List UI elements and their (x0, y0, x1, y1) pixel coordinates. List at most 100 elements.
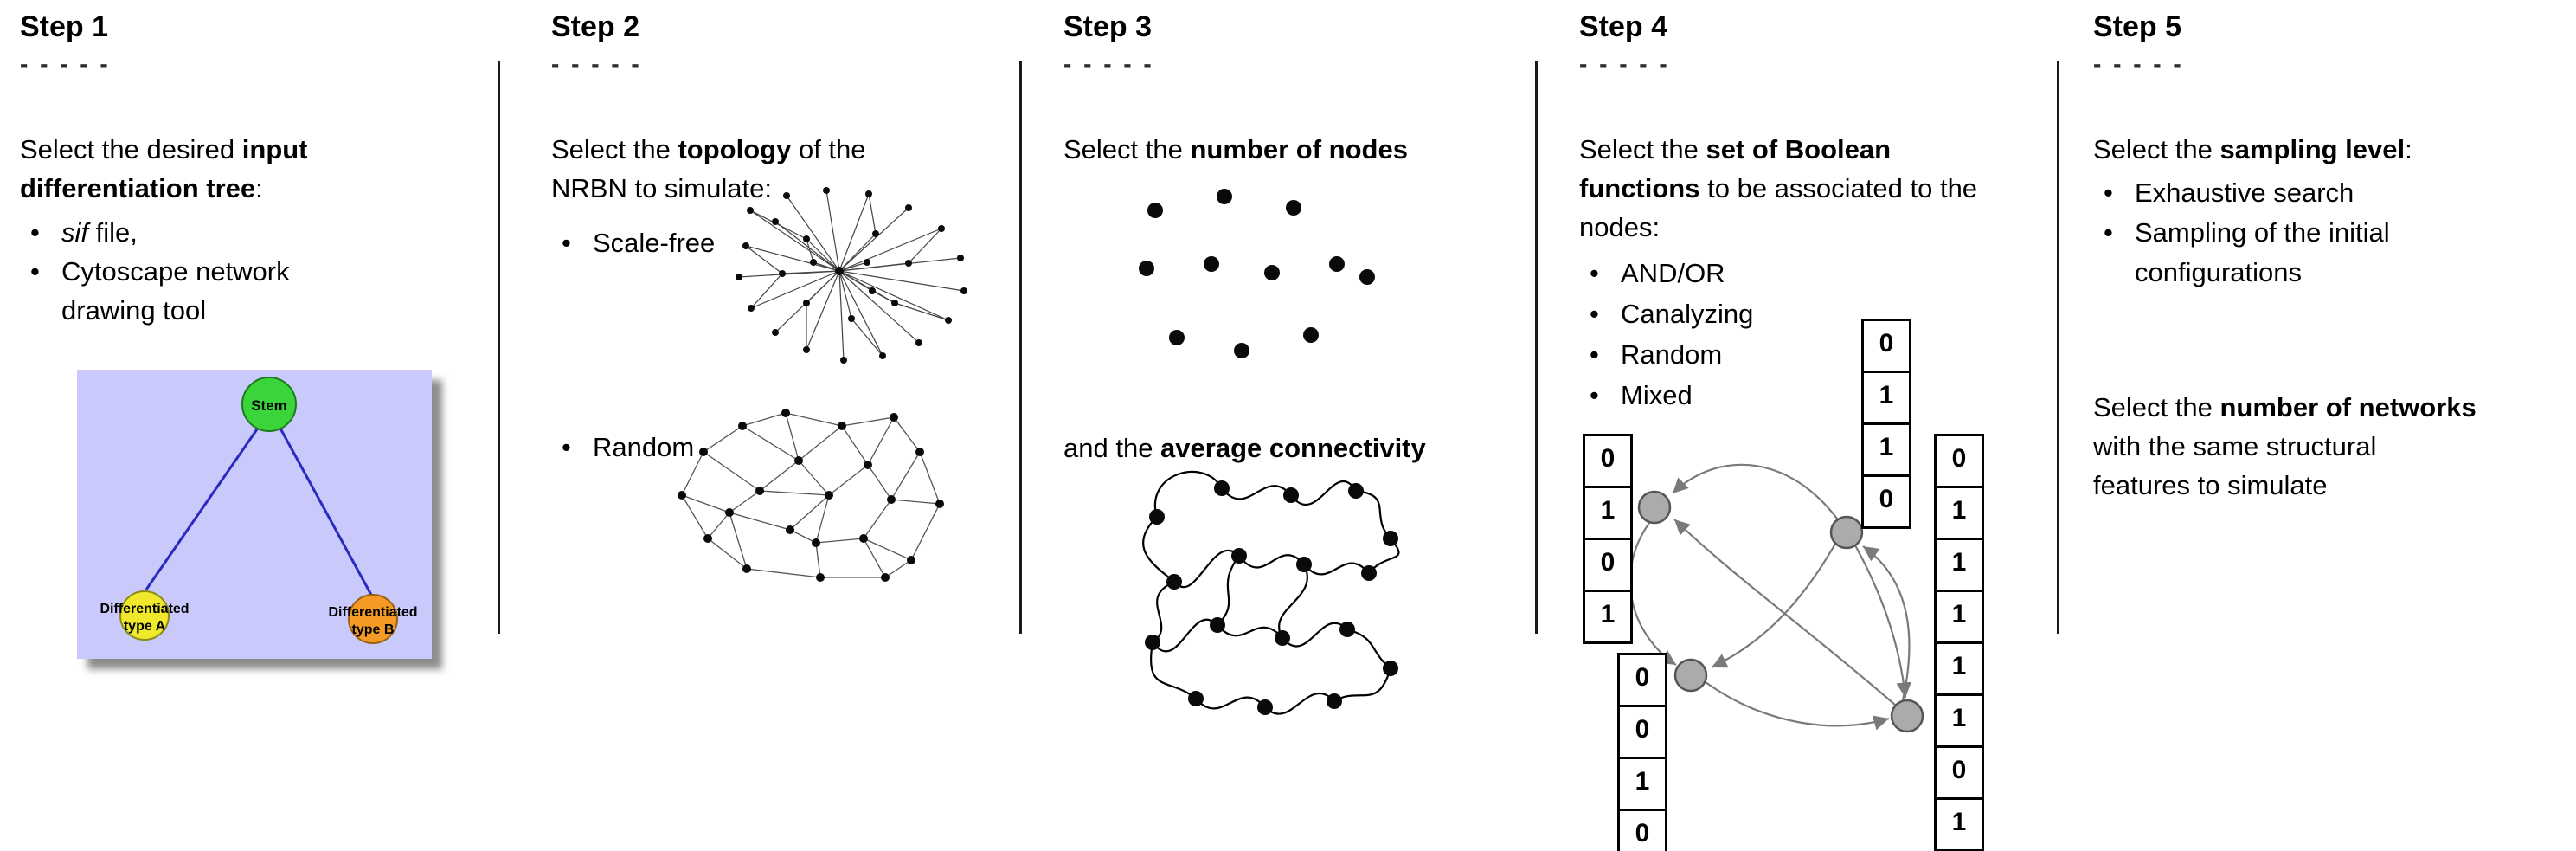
step-2-title: Step 2 (551, 10, 640, 43)
boolean-node-2 (1829, 515, 1864, 550)
truth-table-cell: 1 (1934, 538, 1984, 592)
type-a-label-line2: type A (124, 619, 166, 634)
truth-table-cell: 1 (1583, 590, 1633, 644)
step-3-title: Step 3 (1063, 10, 1153, 43)
step-3-intro-pre: Select the (1063, 134, 1191, 164)
step-4-title: Step 4 (1579, 10, 1668, 43)
scale-free-network-figure (736, 187, 967, 364)
stem-node (241, 377, 297, 432)
step-1-intro-post: : (255, 173, 263, 203)
step-3-intro-bold: number of nodes (1190, 134, 1408, 164)
truth-table-left: 0 1 0 1 (1583, 434, 1633, 644)
step-2-intro: Select the topology of the NRBN to simul… (551, 130, 932, 208)
step-2-intro-pre: Select the (551, 134, 678, 164)
column-divider-2 (1019, 61, 1022, 634)
step-1-intro-pre: Select the desired (20, 134, 242, 164)
truth-table-right: 0 1 1 1 1 1 0 1 (1934, 434, 1984, 851)
truth-table-cell: 0 (1617, 809, 1667, 851)
differentiation-tree-figure: Stem Differentiated type A Differentiate… (77, 370, 432, 659)
truth-table-cell: 0 (1617, 705, 1667, 759)
step-1-intro: Select the desired input differentiation… (20, 130, 453, 208)
step-4-bullet-canalyzing: Canalyzing (1579, 293, 1856, 334)
truth-table-bottom-left: 0 0 1 0 (1617, 653, 1667, 851)
step-5-title: Step 5 (2093, 10, 2182, 43)
step-2-intro-post: of the NRBN to simulate: (551, 134, 866, 203)
boolean-node-3 (1673, 658, 1708, 693)
step-4-column: Step 4 - - - - - Select the set of Boole… (1579, 0, 2012, 851)
column-divider-4 (2057, 61, 2059, 634)
truth-table-cell: 0 (1934, 745, 1984, 800)
boolean-functions-figure: 0 1 1 0 0 1 0 1 0 0 1 0 0 1 1 1 1 1 0 1 (1576, 319, 2039, 851)
truth-table-cell: 1 (1934, 486, 1984, 540)
boolean-node-1 (1637, 490, 1672, 525)
step-1-title: Step 1 (20, 10, 109, 43)
connectivity-curves (1142, 470, 1400, 715)
boolean-nodes (1637, 490, 1924, 733)
truth-table-cell: 1 (1617, 757, 1667, 811)
truth-table-cell: 0 (1934, 434, 1984, 488)
step-5-sampling-list: Exhaustive search Sampling of the initia… (2093, 173, 2496, 293)
step-5-second-post: with the same structural features to sim… (2093, 431, 2377, 500)
stem-node-label: Stem (251, 397, 287, 414)
random-network-figure (678, 409, 944, 582)
scale-free-edges (738, 190, 965, 361)
type-b-node (348, 594, 398, 644)
step-3-column: Step 3 - - - - - Select the number of no… (1063, 0, 1531, 851)
step-4-bullet-andor: AND/OR (1579, 253, 1856, 293)
nodes-dots-figure (1139, 189, 1375, 358)
truth-table-cell: 1 (1861, 422, 1911, 477)
truth-table-cell: 0 (1861, 474, 1911, 529)
type-b-label-line2: type B (352, 622, 395, 637)
step-1-bullet-sif-rest: file, (88, 217, 138, 248)
truth-table-cell: 0 (1861, 319, 1911, 373)
step-3-second-bold: average connectivity (1160, 433, 1426, 463)
truth-table-cell: 1 (1934, 797, 1984, 851)
step-5-intro: Select the sampling level: (2093, 130, 2496, 169)
tree-edge-a (145, 426, 260, 590)
step-5-bullet-exhaustive: Exhaustive search (2093, 173, 2496, 213)
step-1-bullet-cytoscape: Cytoscape network drawing tool (20, 252, 347, 330)
truth-table-cell: 1 (1934, 590, 1984, 644)
tree-edge-b (278, 426, 373, 596)
step-2-dashes: - - - - - (551, 50, 642, 77)
step-1-intro-bold: input differentiation tree (20, 134, 308, 203)
type-a-node (119, 590, 170, 641)
scale-free-nodes (736, 187, 967, 364)
step-4-intro: Select the set of Boolean functions to b… (1579, 130, 1995, 247)
truth-table-top: 0 1 1 0 (1861, 319, 1911, 529)
step-5-column: Step 5 - - - - - Select the sampling lev… (2093, 0, 2496, 851)
type-b-label-line1: Differentiated (328, 605, 417, 620)
step-4-dashes: - - - - - (1579, 50, 1670, 77)
truth-table-cell: 1 (1861, 371, 1911, 425)
step-2-column: Step 2 - - - - - Select the topology of … (551, 0, 958, 851)
step-5-bullet-sampling: Sampling of the initial configurations (2093, 213, 2496, 293)
truth-table-cell: 0 (1617, 653, 1667, 707)
step-3-dashes: - - - - - (1063, 50, 1154, 77)
random-nodes (678, 409, 944, 582)
step-1-dashes: - - - - - (20, 50, 111, 77)
step-3-intro: Select the number of nodes (1063, 130, 1513, 169)
type-a-label-line1: Differentiated (100, 602, 189, 616)
step-4-function-list: AND/OR Canalyzing Random Mixed (1579, 253, 1856, 416)
step-3-second: and the average connectivity (1063, 429, 1513, 467)
step-3-second-pre: and the (1063, 433, 1161, 463)
step-2-bullet-scale-free: Scale-free (551, 223, 852, 262)
step-5-dashes: - - - - - (2093, 50, 2184, 77)
boolean-node-4 (1890, 699, 1924, 733)
step-4-intro-pre: Select the (1579, 134, 1706, 164)
step-2-intro-bold: topology (678, 134, 792, 164)
step-4-bullet-random: Random (1579, 334, 1856, 375)
truth-table-cell: 1 (1934, 693, 1984, 748)
random-edges (681, 412, 941, 578)
truth-table-cell: 0 (1583, 434, 1633, 488)
column-divider-1 (498, 61, 500, 634)
step-4-intro-bold: set of Boolean functions (1579, 134, 1892, 203)
average-connectivity-figure (1142, 470, 1400, 715)
truth-table-cell: 0 (1583, 538, 1633, 592)
boolean-network-svg (1628, 463, 1924, 733)
step-4-intro-post: to be associated to the nodes: (1579, 173, 1978, 242)
step-5-intro-post: : (2405, 134, 2412, 164)
truth-table-cell: 1 (1583, 486, 1633, 540)
step-1-column: Step 1 - - - - - Select the desired inpu… (20, 0, 494, 851)
